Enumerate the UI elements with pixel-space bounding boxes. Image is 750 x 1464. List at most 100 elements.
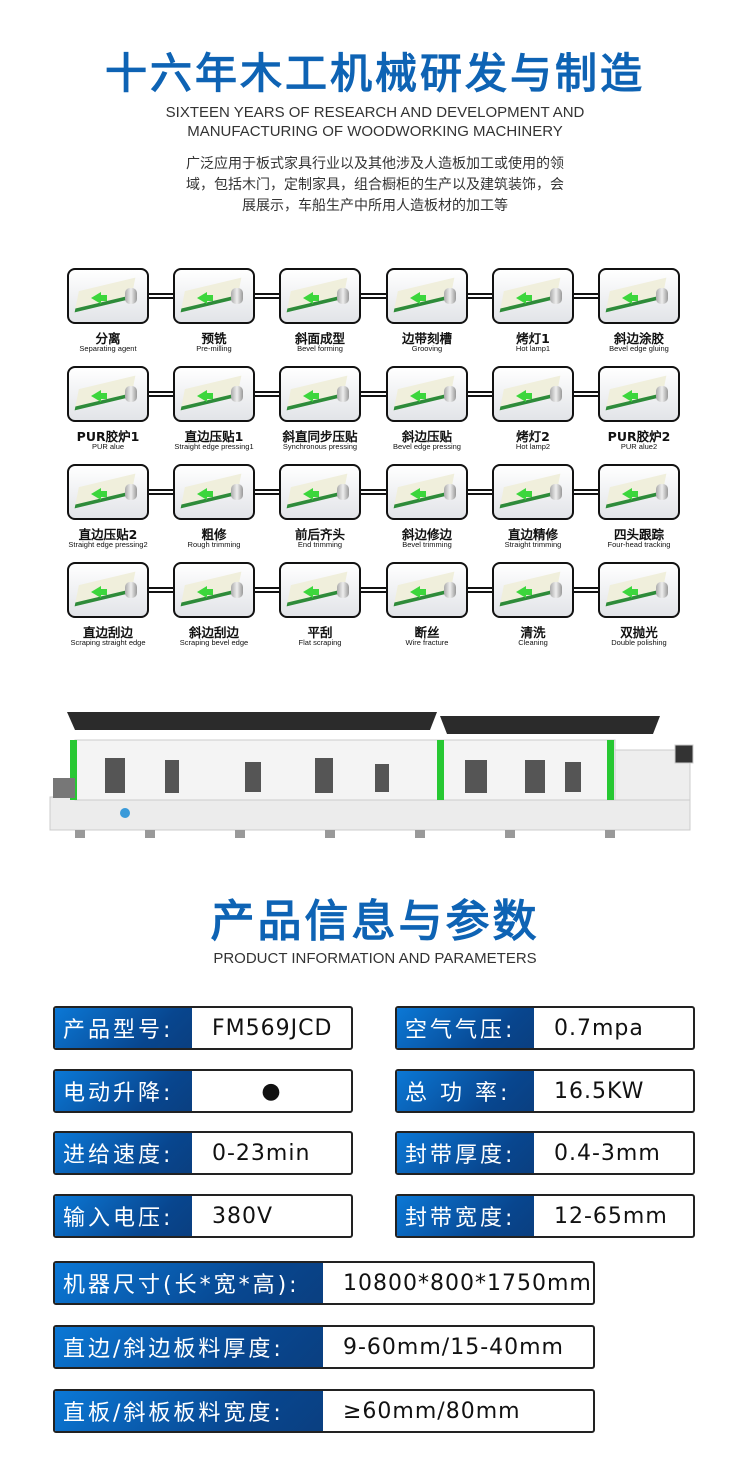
- process-label: 斜直同步压贴: [282, 429, 358, 444]
- process-connector: [572, 587, 598, 593]
- process-label: PUR胶炉1: [76, 429, 140, 444]
- feed-arrow-icon: [410, 292, 426, 304]
- description-line: 域，包括木门，定制家具，组合橱柜的生产以及建筑装饰，会: [186, 177, 564, 193]
- spec-row: 空气气压: 0.7mpa: [395, 1006, 695, 1050]
- cleaning-icon: [492, 562, 574, 618]
- process-label-en: Grooving: [411, 344, 443, 353]
- process-label-en: Straight trimming: [504, 540, 562, 549]
- process-connector: [359, 587, 386, 593]
- feed-arrow-icon: [197, 488, 213, 500]
- spec-row: 电动升降:●: [53, 1069, 353, 1113]
- tracking-icon: [598, 464, 680, 520]
- subtitle-line-1: SIXTEEN YEARS OF RESEARCH AND DEVELOPMEN…: [165, 104, 585, 121]
- spec-row: 输入电压: 380V: [53, 1194, 353, 1238]
- process-connector: [359, 391, 386, 397]
- process-label-en: Wire fracture: [405, 638, 449, 647]
- feed-arrow-icon: [516, 586, 532, 598]
- scraping-bevel-icon: [173, 562, 255, 618]
- glue-pot-icon: [598, 366, 680, 422]
- process-connector: [253, 391, 279, 397]
- spec-value: 380V: [212, 1203, 274, 1229]
- tool-shape: [231, 582, 243, 598]
- spec-value: ≥60mm/80mm: [343, 1398, 521, 1424]
- tool-shape: [231, 288, 243, 304]
- feed-arrow-icon: [303, 586, 319, 598]
- polishing-icon: [598, 562, 680, 618]
- process-label: 直边压贴1: [184, 429, 244, 444]
- process-connector: [466, 293, 492, 299]
- spec-value: 9-60mm/15-40mm: [343, 1334, 564, 1360]
- feed-arrow-icon: [516, 390, 532, 402]
- tool-shape: [656, 386, 668, 402]
- spec-row: 总 功 率: 16.5KW: [395, 1069, 695, 1113]
- product-section-subtitle: PRODUCT INFORMATION AND PARAMETERS: [213, 950, 537, 967]
- tool-shape: [444, 484, 456, 500]
- tool-shape: [444, 582, 456, 598]
- description: 广泛应用于板式家具行业以及其他涉及人造板加工或使用的领 域，包括木门，定制家具，…: [140, 154, 610, 217]
- tool-shape: [337, 582, 349, 598]
- spec-value: 12-65mm: [554, 1203, 668, 1229]
- flat-scraping-icon: [279, 562, 361, 618]
- spec-label: 总 功 率:: [397, 1071, 534, 1111]
- separating-icon: [67, 268, 149, 324]
- tool-shape: [125, 386, 137, 402]
- straight-trimming-icon: [492, 464, 574, 520]
- spec-row: 机器尺寸(长*宽*高):10800*800*1750mm: [53, 1261, 595, 1305]
- feed-arrow-icon: [303, 390, 319, 402]
- description-line: 展展示，车船生产中所用人造板材的加工等: [242, 198, 508, 214]
- tool-shape: [125, 288, 137, 304]
- spec-row: 封带厚度:0.4-3mm: [395, 1131, 695, 1175]
- sync-pressing-icon: [279, 366, 361, 422]
- process-label: 斜边刮边: [188, 625, 239, 640]
- rough-trimming-icon: [173, 464, 255, 520]
- tool-shape: [550, 386, 562, 402]
- pressing-rollers-icon: [173, 366, 255, 422]
- bevel-trimming-icon: [386, 464, 468, 520]
- process-connector: [359, 489, 386, 495]
- spec-row: 封带宽度:12-65mm: [395, 1194, 695, 1238]
- spec-label: 输入电压:: [55, 1196, 192, 1236]
- process-label-en: Flat scraping: [298, 638, 342, 647]
- spec-value: 16.5KW: [554, 1078, 645, 1104]
- glue-pot-icon: [67, 366, 149, 422]
- feed-arrow-icon: [91, 586, 107, 598]
- hot-lamp-icon: [492, 366, 574, 422]
- process-connector: [253, 293, 279, 299]
- process-label: 粗修: [201, 527, 227, 542]
- process-label: 边带刻槽: [401, 331, 452, 346]
- process-label: 斜边修边: [401, 527, 452, 542]
- process-label: 前后齐头: [294, 527, 345, 542]
- tool-shape: [656, 484, 668, 500]
- spec-row: 直板/斜板板料宽度:≥60mm/80mm: [53, 1389, 595, 1433]
- process-label-en: Straight edge pressing1: [174, 442, 254, 451]
- spec-value: 0.7mpa: [554, 1015, 644, 1041]
- feed-arrow-icon: [410, 390, 426, 402]
- bevel-pressing-icon: [386, 366, 468, 422]
- process-label-en: Bevel trimming: [402, 540, 452, 549]
- process-connector: [253, 587, 279, 593]
- feed-arrow-icon: [622, 586, 638, 598]
- wire-fracture-icon: [386, 562, 468, 618]
- feed-arrow-icon: [303, 292, 319, 304]
- process-connector: [359, 293, 386, 299]
- feed-arrow-icon: [91, 292, 107, 304]
- feed-arrow-icon: [622, 292, 638, 304]
- process-label: PUR胶炉2: [607, 429, 671, 444]
- process-label-en: Bevel forming: [297, 344, 343, 353]
- process-label: 烤灯2: [516, 429, 550, 444]
- process-label: 直边刮边: [82, 625, 133, 640]
- process-label-en: Double polishing: [611, 638, 667, 647]
- process-label-en: PUR alue: [91, 442, 125, 451]
- process-label: 分离: [95, 331, 121, 346]
- tool-shape: [125, 484, 137, 500]
- feed-arrow-icon: [303, 488, 319, 500]
- process-label-en: Cleaning: [518, 638, 548, 647]
- process-connector: [466, 587, 492, 593]
- spec-value: ●: [261, 1078, 282, 1104]
- process-connector: [147, 587, 173, 593]
- tool-shape: [337, 386, 349, 402]
- spec-row: 产品型号:FM569JCD: [53, 1006, 353, 1050]
- tool-shape: [231, 386, 243, 402]
- spec-label: 空气气压:: [397, 1008, 534, 1048]
- process-label: 烤灯1: [516, 331, 550, 346]
